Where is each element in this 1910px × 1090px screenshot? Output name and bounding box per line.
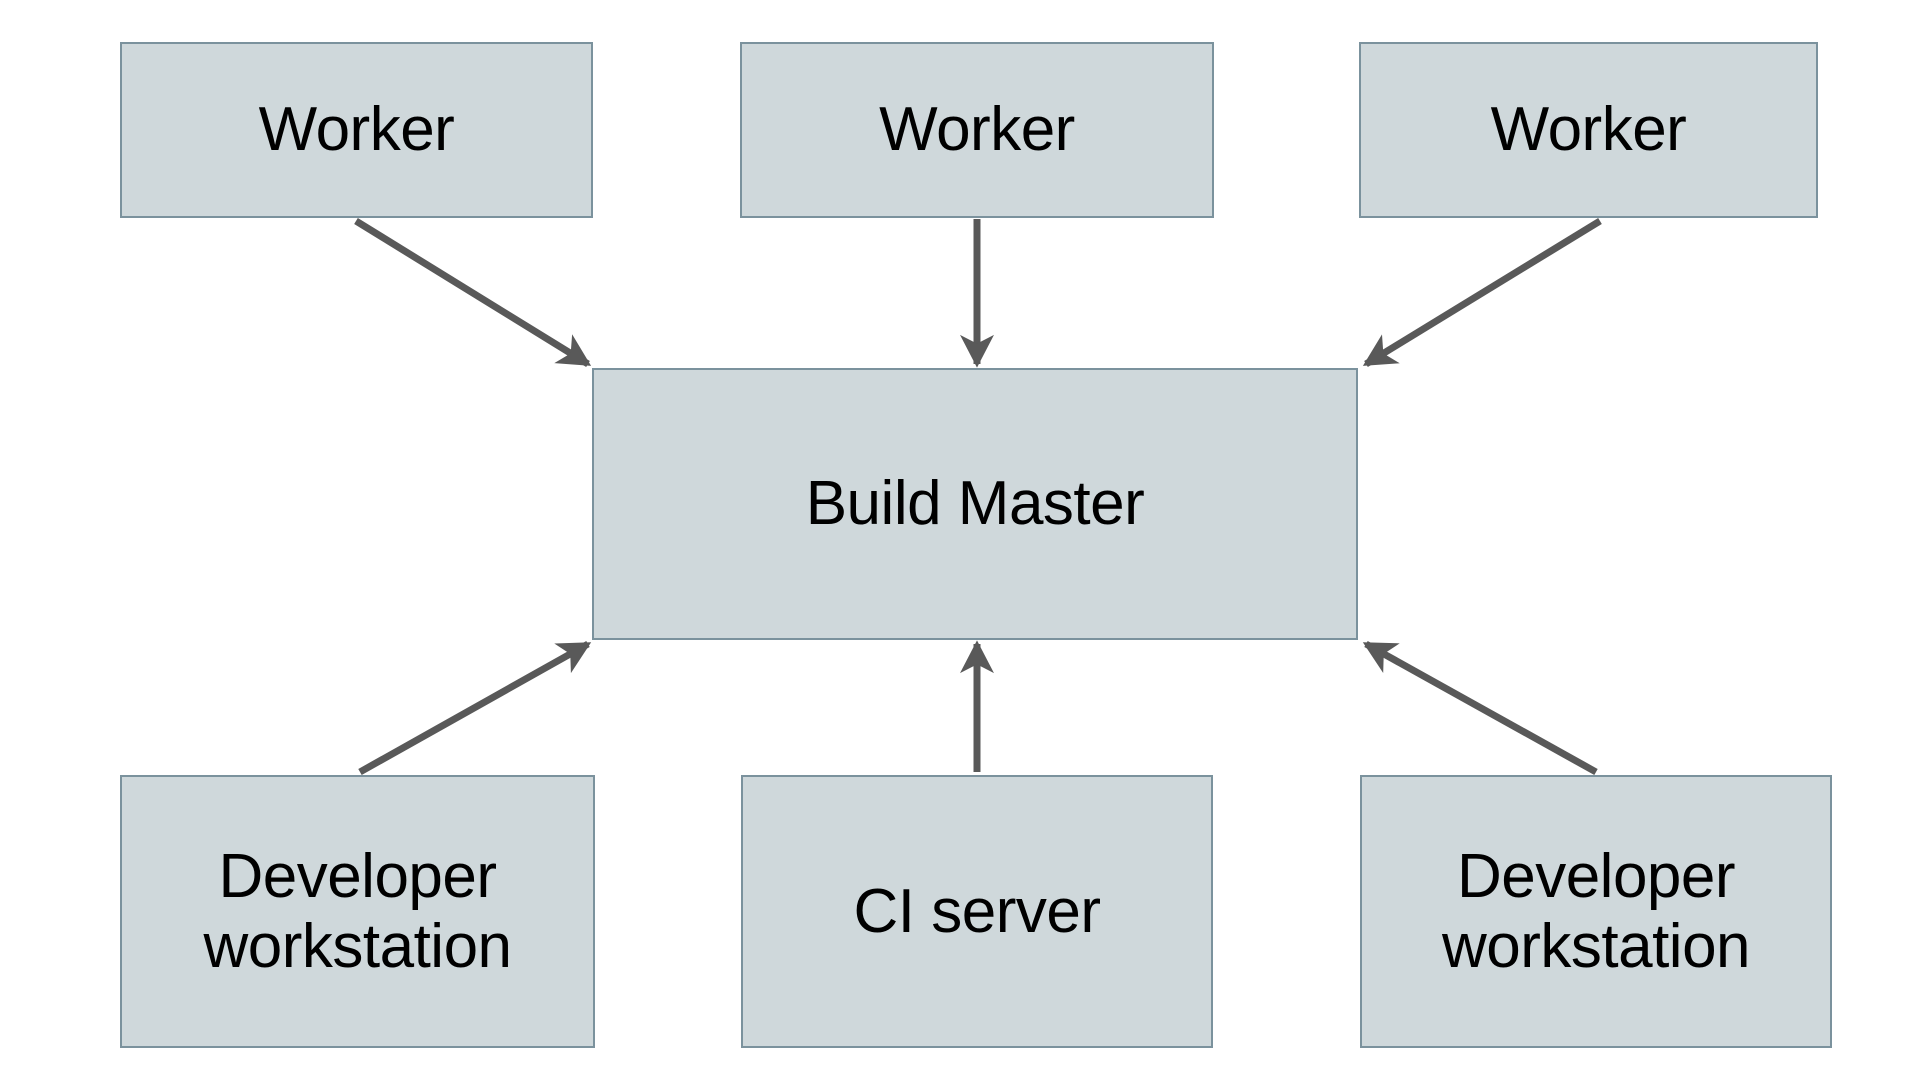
- node-ci-server[interactable]: CI server: [741, 775, 1213, 1048]
- edge-developer-workstation-left-to-build-master: [358, 640, 592, 776]
- node-worker-1[interactable]: Worker: [120, 42, 593, 218]
- node-developer-workstation-right[interactable]: Developer workstation: [1360, 775, 1832, 1048]
- edge-worker-1-to-build-master: [354, 218, 592, 367]
- node-build-master[interactable]: Build Master: [592, 368, 1358, 640]
- node-label-developer-workstation-left: Developer workstation: [203, 842, 512, 981]
- node-label-developer-workstation-right: Developer workstation: [1441, 842, 1751, 981]
- node-label-worker-3: Worker: [1490, 95, 1687, 165]
- node-label-ci-server: CI server: [853, 876, 1101, 946]
- node-worker-2[interactable]: Worker: [740, 42, 1214, 218]
- edge-worker-3-to-build-master: [1362, 218, 1602, 367]
- node-label-worker-1: Worker: [258, 95, 455, 165]
- node-label-build-master: Build Master: [805, 469, 1145, 539]
- node-developer-workstation-left[interactable]: Developer workstation: [120, 775, 595, 1048]
- edge-developer-workstation-right-to-build-master: [1362, 640, 1598, 776]
- node-worker-3[interactable]: Worker: [1359, 42, 1818, 218]
- node-label-worker-2: Worker: [879, 95, 1075, 165]
